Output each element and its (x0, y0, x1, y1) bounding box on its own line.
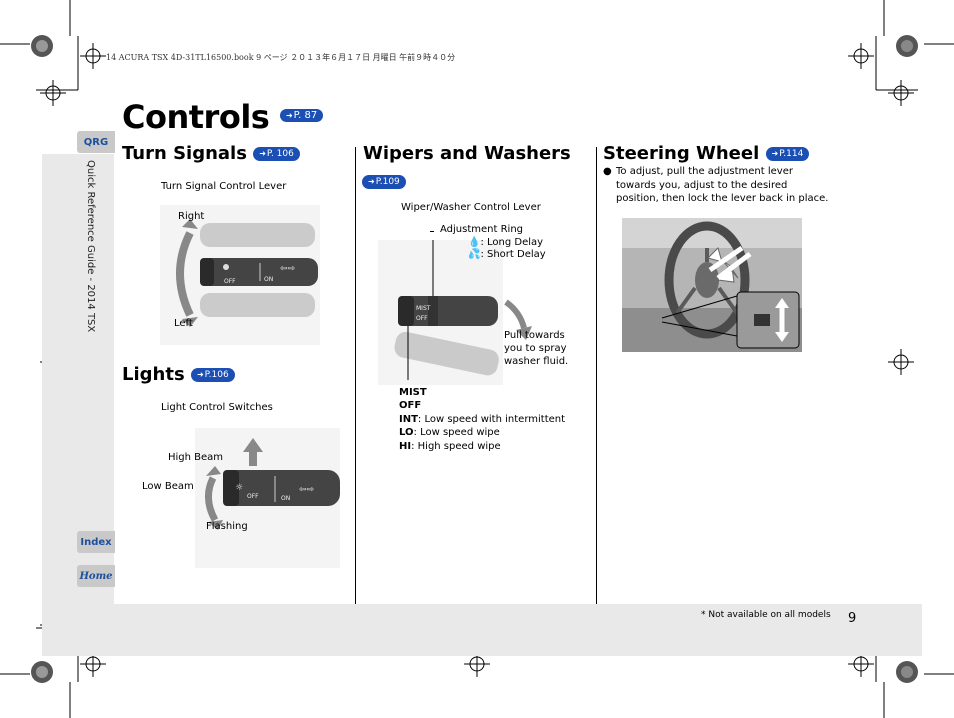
adjustment-ring-label: Adjustment Ring (440, 224, 524, 235)
pull-towards-line3: washer fluid. (504, 356, 569, 367)
wipers-ref-link[interactable]: ➜P.109 (362, 174, 406, 189)
steering-heading: Steering Wheel ➜P.114 (603, 143, 810, 164)
steering-text-line1: To adjust, pull the adjustment lever (616, 166, 793, 177)
svg-text:ON: ON (264, 276, 273, 283)
wipers-ref: ➜P.109 (362, 171, 406, 190)
pull-towards-line1: Pull towards (504, 330, 565, 341)
svg-text:☼: ☼ (235, 483, 243, 493)
wipers-heading: Wipers and Washers (363, 143, 571, 164)
steering-text-line3: position, then lock the lever back in pl… (616, 193, 829, 204)
droplets-icon: 💦 (468, 249, 481, 260)
svg-text:OFF: OFF (416, 315, 428, 322)
side-band (42, 154, 114, 604)
svg-text:ON: ON (281, 495, 290, 502)
lights-heading: Lights ➜P.106 (122, 364, 235, 385)
svg-text:OFF: OFF (247, 493, 259, 500)
bottom-band (42, 604, 922, 656)
page-title-text: Controls (122, 98, 270, 136)
bullet-icon: ● (603, 166, 612, 177)
int-line: INT: Low speed with intermittent (399, 414, 566, 425)
turn-signal-lever-figure: OFF ON ⇦⇨ (160, 205, 320, 345)
turn-signals-ref-link[interactable]: ➜P. 106 (253, 147, 300, 161)
turn-signals-heading: Turn Signals ➜P. 106 (122, 143, 300, 164)
page-ref-link[interactable]: ➜P. 87 (279, 108, 324, 122)
arrow-right-icon: ➜ (196, 370, 204, 379)
droplet-icon: 💧 (468, 237, 481, 248)
lo-line: LO: Low speed wipe (399, 427, 500, 438)
side-vertical-label: Quick Reference Guide - 2014 TSX (85, 160, 96, 333)
off-label: OFF (399, 400, 422, 411)
arrow-right-icon: ➜ (771, 149, 779, 158)
print-header-line: 14 ACURA TSX 4D-31TL16500.book 9 ページ ２０１… (106, 53, 456, 62)
turn-signal-right-label: Right (178, 211, 205, 222)
tab-home[interactable]: Home (77, 565, 115, 587)
long-delay-label: 💧: Long Delay (468, 237, 544, 248)
column-divider (355, 147, 356, 604)
column-divider (596, 147, 597, 604)
short-delay-label: 💦: Short Delay (468, 249, 546, 260)
light-control-figure: ☼ OFF ON ⇦⇨ (195, 428, 340, 568)
steering-ref-link[interactable]: ➜P.114 (765, 147, 810, 161)
wiper-lever-figure: MIST OFF (378, 240, 532, 385)
turn-signal-caption: Turn Signal Control Lever (161, 181, 287, 192)
steering-wheel-figure (622, 218, 802, 352)
leader-line (430, 231, 434, 232)
wipers-caption: Wiper/Washer Control Lever (401, 202, 541, 213)
hi-line: HI: High speed wipe (399, 441, 501, 452)
footnote: * Not available on all models (701, 610, 831, 620)
arrow-right-icon: ➜ (285, 110, 293, 120)
steering-text-line2: towards you, adjust to the desired (616, 180, 788, 191)
pull-towards-line2: you to spray (504, 343, 567, 354)
lights-caption: Light Control Switches (161, 402, 273, 413)
arrow-right-icon: ➜ (259, 149, 266, 158)
high-beam-label: High Beam (168, 452, 224, 463)
turn-signal-left-label: Left (174, 318, 193, 329)
arrow-right-icon: ➜ (368, 176, 375, 186)
mist-label: MIST (399, 387, 427, 398)
tab-index[interactable]: Index (77, 531, 115, 553)
tab-qrg[interactable]: QRG (77, 131, 115, 153)
svg-text:⇦⇨: ⇦⇨ (280, 264, 296, 274)
low-beam-label: Low Beam (142, 481, 194, 492)
svg-text:⇦⇨: ⇦⇨ (299, 485, 315, 495)
flashing-label: Flashing (206, 521, 248, 532)
svg-text:MIST: MIST (416, 305, 431, 312)
page-title: Controls ➜P. 87 (122, 98, 324, 136)
lights-ref-link[interactable]: ➜P.106 (190, 368, 235, 382)
page-number: 9 (848, 611, 857, 626)
svg-text:OFF: OFF (224, 278, 236, 285)
